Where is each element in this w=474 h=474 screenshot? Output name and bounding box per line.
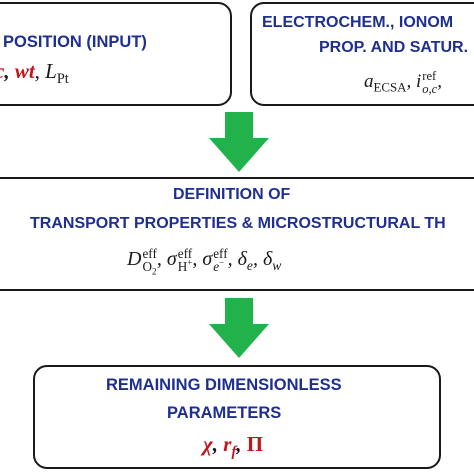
input-composition-title: POSITION (INPUT) <box>3 33 147 51</box>
formula-sub-w: w <box>272 257 282 273</box>
formula-sub-o2: O2 <box>142 259 156 276</box>
electrochem-title-line2: PROP. AND SATUR. <box>319 39 469 56</box>
formula-term-i: i <box>416 70 422 92</box>
formula-sep: , <box>406 70 416 92</box>
formula-term-a: a <box>364 70 374 92</box>
formula-sep: , <box>34 59 46 83</box>
remaining-parameters-box <box>33 365 441 469</box>
formula-sub-h-letter: H <box>177 259 188 275</box>
formula-term-d: D <box>127 247 142 270</box>
formula-charge-plus: + <box>187 257 193 268</box>
remaining-title-line1: REMAINING DIMENSIONLESS <box>106 376 342 394</box>
formula-term-wt: wt <box>14 59 35 83</box>
formula-sup-eff: eff <box>213 246 228 261</box>
formula-sub-e-letter: e <box>213 259 220 275</box>
arrow-down-icon <box>209 298 269 358</box>
formula-sup-eff: eff <box>142 246 157 261</box>
formula-sub-e: e <box>246 257 253 273</box>
input-composition-formula: c, wt, LPt <box>0 59 69 88</box>
formula-sep: , <box>156 247 167 270</box>
formula-sep: , <box>236 432 247 456</box>
formula-sub-o: O <box>142 259 152 275</box>
formula-sep: , <box>212 432 224 456</box>
formula-term-r: r <box>223 432 232 456</box>
formula-sep: , <box>227 247 238 270</box>
formula-term-chi: χ <box>203 432 213 456</box>
formula-sub-h: H+ <box>177 257 193 275</box>
formula-sep: , <box>252 247 263 270</box>
formula-charge-minus: − <box>219 257 225 268</box>
arrow-down-icon <box>209 112 269 172</box>
formula-sub-pt: Pt <box>56 71 69 88</box>
definition-box <box>0 177 474 291</box>
formula-sub-f: f <box>231 444 237 461</box>
electrochem-box <box>250 2 474 106</box>
formula-term-pi: Π <box>246 432 264 456</box>
formula-term-c: c <box>0 59 4 83</box>
definition-title-line2: TRANSPORT PROPERTIES & MICROSTRUCTURAL T… <box>30 215 446 232</box>
input-composition-box <box>0 2 232 106</box>
formula-term-l: L <box>45 59 57 83</box>
formula-sub-e: e− <box>213 257 227 275</box>
electrochem-title-line1: ELECTROCHEM., IONOM <box>262 14 454 31</box>
formula-sub-ecsa: ECSA <box>373 79 407 95</box>
formula-sep: , <box>4 59 15 83</box>
formula-term-sigma-e: σ <box>202 247 213 270</box>
remaining-title-line2: PARAMETERS <box>167 404 282 422</box>
formula-sup-eff: eff <box>177 246 193 261</box>
formula-sup-ref: ref <box>422 69 437 83</box>
formula-term-delta-e: δ <box>237 247 247 270</box>
formula-sep: , <box>192 247 203 270</box>
remaining-formula: χ, rf, Π <box>203 432 264 461</box>
formula-sub-oc: o,c <box>422 81 438 96</box>
formula-sub-2: 2 <box>151 266 157 277</box>
formula-term-sigma-h: σ <box>166 247 177 270</box>
formula-term-delta-w: δ <box>262 247 273 270</box>
formula-sep: , <box>437 70 442 92</box>
definition-title-line1: DEFINITION OF <box>173 186 291 203</box>
